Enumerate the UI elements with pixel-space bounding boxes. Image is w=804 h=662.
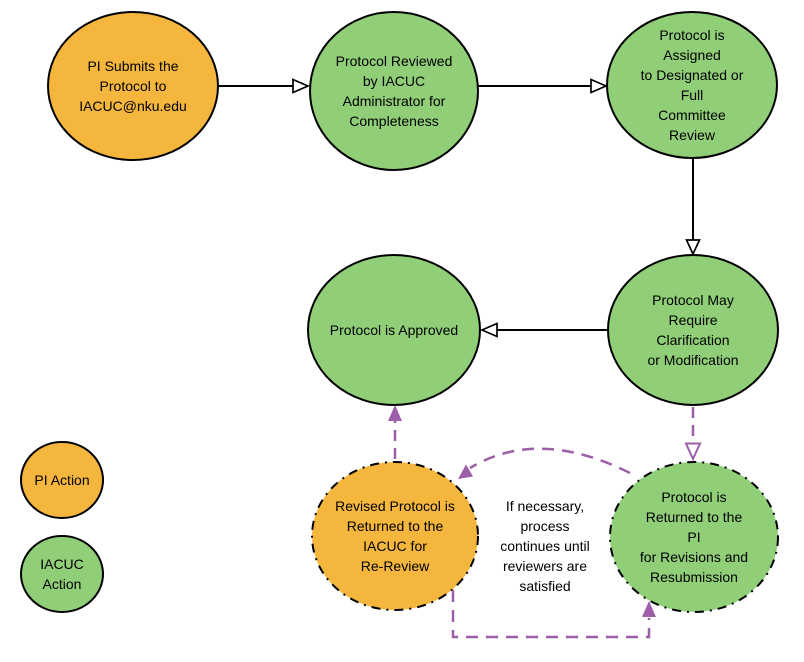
- arrow-clarification-to-approved: [479, 322, 607, 338]
- node-pi-submits-shape: [47, 11, 219, 161]
- legend-pi-action-shape: [20, 441, 104, 519]
- legend-iacuc-action-shape: [20, 535, 104, 613]
- arrow-revised-to-returned-bottom: [451, 590, 656, 639]
- node-clarification-shape: [607, 254, 779, 406]
- arrow-assigned-to-clarification: [685, 158, 701, 257]
- arrow-submit-to-review: [218, 78, 311, 94]
- node-approved-shape: [307, 254, 481, 406]
- arrow-returned-to-revised-arc: [458, 447, 631, 479]
- arrow-clarification-to-returned: [684, 407, 702, 462]
- arrow-review-to-assigned: [478, 78, 609, 94]
- node-returned-shape: [609, 461, 779, 613]
- arrow-revised-to-approved: [388, 405, 402, 459]
- node-assigned-shape: [606, 11, 778, 159]
- node-revised-shape: [311, 461, 479, 611]
- node-reviewed-shape: [309, 11, 479, 171]
